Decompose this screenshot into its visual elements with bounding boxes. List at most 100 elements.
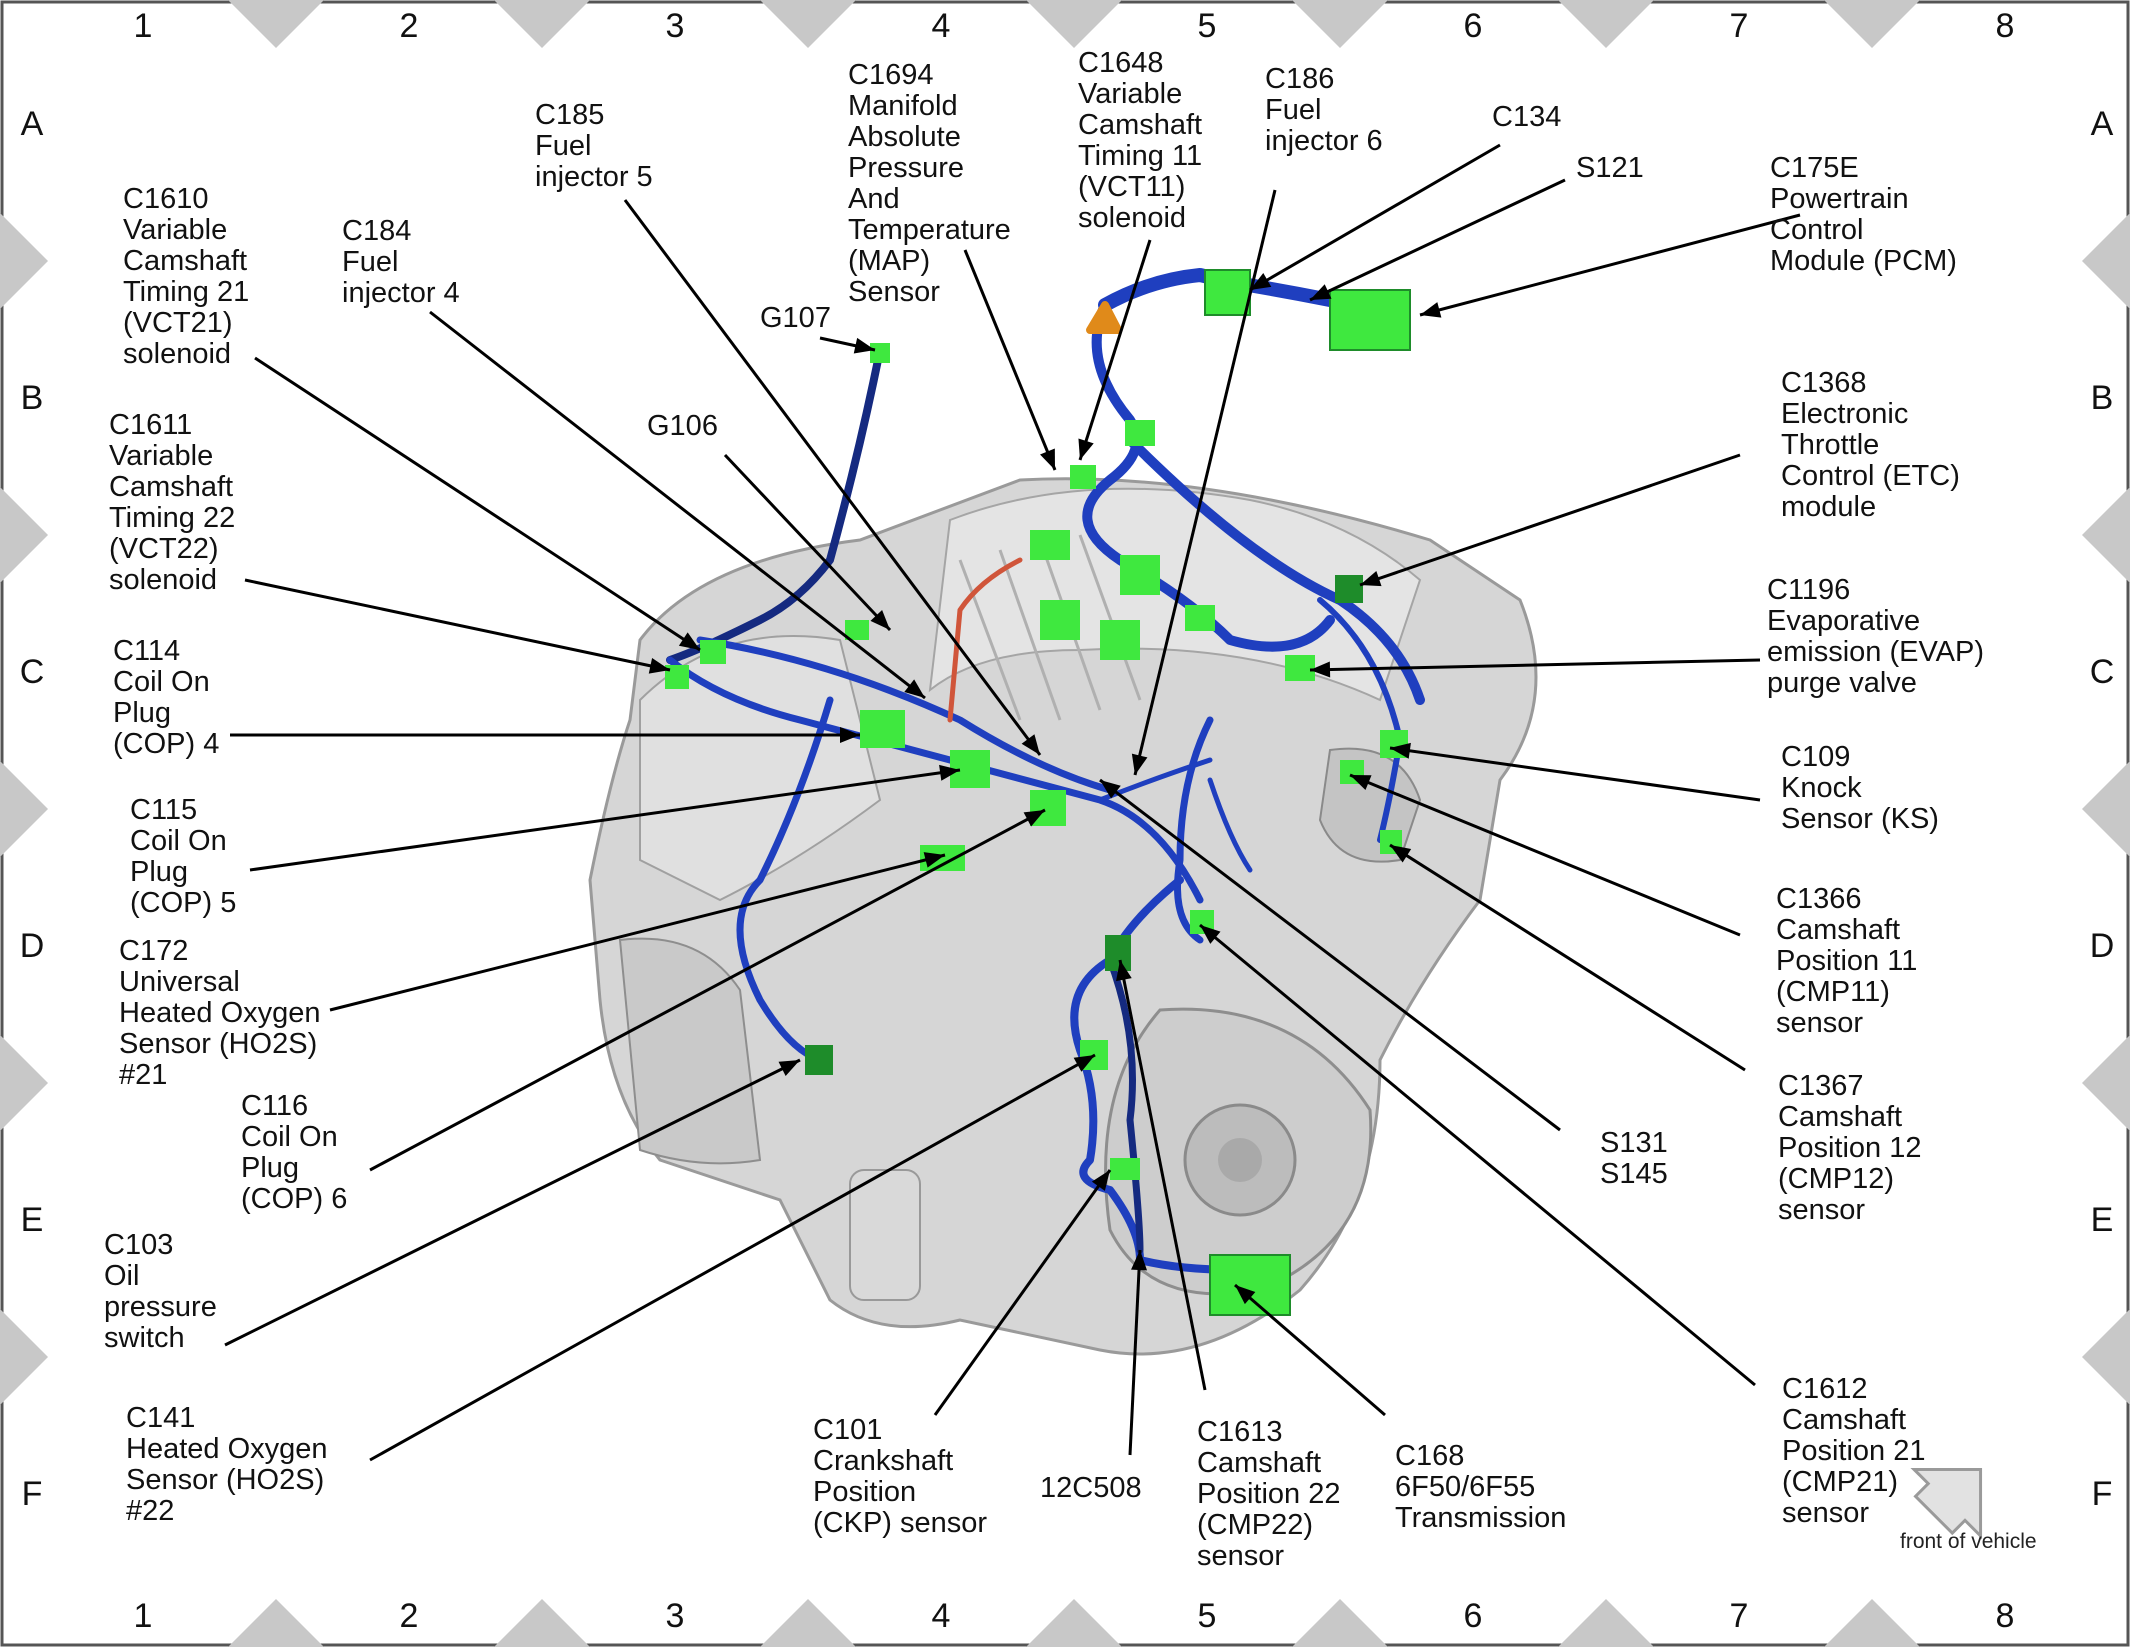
leader-arrowhead [1200, 925, 1221, 944]
label-c1613: C1613 Camshaft Position 22 (CMP22) senso… [1197, 1416, 1341, 1572]
grid-column-top-8: 8 [1995, 7, 2015, 45]
label-c1196: C1196 Evaporative emission (EVAP) purge … [1767, 574, 1985, 699]
border-tab [1026, 1599, 1122, 1647]
label-c109: C109 Knock Sensor (KS) [1781, 741, 1939, 835]
leader-arrowhead [648, 658, 670, 674]
label-c184: C184 Fuel injector 4 [342, 215, 460, 309]
grid-column-top-2: 2 [399, 7, 419, 45]
leader-arrowhead [1073, 1055, 1095, 1072]
leader-arrowhead [1023, 810, 1045, 827]
grid-column-top-1: 1 [133, 7, 153, 45]
border-tab [1026, 0, 1122, 48]
leader-arrowhead [1360, 570, 1382, 587]
leader-arrowhead [1040, 448, 1055, 470]
border-tab [0, 213, 48, 309]
grid-row-left-A: A [20, 105, 44, 143]
label-c1611: C1611 Variable Camshaft Timing 22 (VCT22… [109, 409, 236, 596]
leader-arrowhead [1390, 845, 1412, 863]
label-g107: G107 [760, 302, 831, 334]
label-c115: C115 Coil On Plug (COP) 5 [130, 794, 237, 919]
border-tab [1558, 1599, 1654, 1647]
leader-arrowhead [1350, 775, 1372, 790]
leader-arrowhead [1310, 284, 1332, 300]
grid-column-top-6: 6 [1463, 7, 1483, 45]
grid-column-bottom-6: 6 [1463, 1597, 1483, 1635]
label-c141: C141 Heated Oxygen Sensor (HO2S) #22 [126, 1402, 328, 1527]
label-s121: S121 [1576, 152, 1644, 184]
leader-arrowhead [1250, 273, 1272, 290]
border-tab [760, 1599, 856, 1647]
border-tab [2082, 1309, 2130, 1405]
border-tab [228, 0, 324, 48]
border-tab [494, 1599, 590, 1647]
label-c114: C114 Coil On Plug (COP) 4 [113, 635, 220, 760]
border-tab [0, 761, 48, 857]
grid-row-right-D: D [2089, 927, 2115, 965]
leader-arrowhead [1100, 780, 1121, 799]
border-tab [2082, 213, 2130, 309]
label-c1694: C1694 Manifold Absolute Pressure And Tem… [848, 59, 1011, 308]
leader-arrowhead [778, 1060, 800, 1077]
label-c168: C168 6F50/6F55 Transmission [1395, 1440, 1567, 1534]
grid-row-left-C: C [19, 653, 45, 691]
label-c175e: C175E Powertrain Control Module (PCM) [1770, 152, 1957, 277]
label-c172: C172 Universal Heated Oxygen Sensor (HO2… [119, 935, 321, 1091]
label-c1367: C1367 Camshaft Position 12 (CMP12) senso… [1778, 1070, 1922, 1226]
label-12c508: 12C508 [1040, 1472, 1142, 1504]
leader-arrowhead [853, 337, 875, 354]
grid-row-left-E: E [20, 1201, 44, 1239]
border-tab [0, 487, 48, 583]
label-c103: C103 Oil pressure switch [104, 1229, 217, 1354]
leader-arrowhead [1390, 742, 1411, 759]
leader-arrowhead [1131, 753, 1148, 775]
border-tab [228, 1599, 324, 1647]
leader-arrowhead [1091, 1170, 1110, 1191]
arrowheads [648, 273, 1442, 1305]
label-g106: G106 [647, 410, 718, 442]
grid-row-right-F: F [2091, 1475, 2113, 1513]
grid-column-bottom-8: 8 [1995, 1597, 2015, 1635]
front-of-vehicle-label: front of vehicle [1900, 1530, 2037, 1553]
leader-arrowhead [678, 632, 700, 650]
border-tab [2082, 1035, 2130, 1131]
leader-arrowhead [904, 679, 925, 698]
label-c1648: C1648 Variable Camshaft Timing 11 (VCT11… [1078, 47, 1203, 234]
label-c134: C134 [1492, 101, 1562, 133]
border-tab [760, 0, 856, 48]
leader-arrowhead [1420, 302, 1442, 318]
grid-row-left-B: B [20, 379, 44, 417]
grid-column-bottom-4: 4 [931, 1597, 951, 1635]
leader-arrowhead [1131, 1250, 1148, 1271]
grid-row-right-A: A [2090, 105, 2114, 143]
label-c1366: C1366 Camshaft Position 11 (CMP11) senso… [1776, 883, 1918, 1039]
label-c116: C116 Coil On Plug (COP) 6 [241, 1090, 348, 1215]
border-tab [0, 1035, 48, 1131]
border-tab [1824, 0, 1920, 48]
label-c186: C186 Fuel injector 6 [1265, 63, 1383, 157]
grid-column-bottom-5: 5 [1197, 1597, 1217, 1635]
front-of-vehicle-arrow-icon [1910, 1467, 1983, 1540]
leader-arrowhead [1235, 1285, 1256, 1305]
leader-lines [224, 143, 1801, 1462]
grid-column-bottom-7: 7 [1729, 1597, 1749, 1635]
label-c1610: C1610 Variable Camshaft Timing 21 (VCT21… [123, 183, 250, 370]
grid-column-top-5: 5 [1197, 7, 1217, 45]
grid-row-left-D: D [19, 927, 45, 965]
label-c101: C101 Crankshaft Position (CKP) sensor [813, 1414, 988, 1539]
grid-row-right-E: E [2090, 1201, 2114, 1239]
grid-column-top-3: 3 [665, 7, 685, 45]
grid-row-left-F: F [21, 1475, 43, 1513]
border-tab [1824, 1599, 1920, 1647]
border-tab [1292, 1599, 1388, 1647]
grid-column-top-7: 7 [1729, 7, 1749, 45]
leader-arrowhead [923, 852, 945, 868]
border-tab [2082, 761, 2130, 857]
leader-arrowhead [939, 764, 960, 781]
border-tab [494, 0, 590, 48]
label-c1612: C1612 Camshaft Position 21 (CMP21) senso… [1782, 1373, 1926, 1529]
grid-row-right-B: B [2090, 379, 2114, 417]
leader-arrowhead [1021, 734, 1040, 755]
